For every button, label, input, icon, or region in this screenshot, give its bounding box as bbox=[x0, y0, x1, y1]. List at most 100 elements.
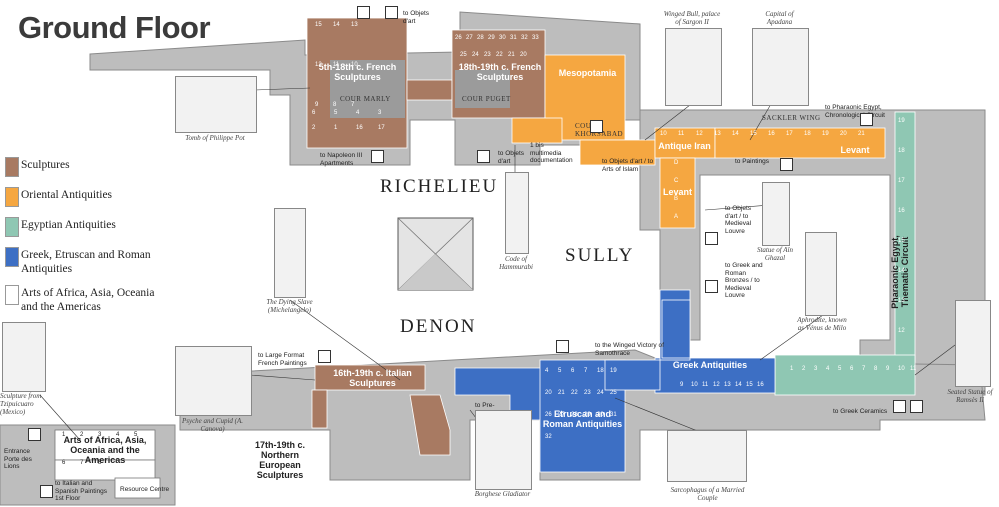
greek-antiquities-block bbox=[654, 357, 776, 394]
room-number: 4 bbox=[116, 432, 120, 438]
stairs-icon[interactable] bbox=[893, 400, 906, 413]
sackler-wing: SACKLER WING bbox=[762, 114, 821, 122]
cour-puget-floor bbox=[455, 70, 510, 108]
room-levant-a[interactable]: Levant bbox=[662, 187, 692, 197]
room-number: 21 bbox=[558, 390, 565, 396]
stairs-icon[interactable] bbox=[860, 113, 873, 126]
italian-sculptures-wedge bbox=[409, 394, 451, 456]
room-french-sculptures-a[interactable]: 5th-18th c. French Sculptures bbox=[318, 62, 397, 82]
room-number: 21 bbox=[508, 52, 515, 58]
room-number: D bbox=[674, 160, 679, 166]
room-number: 16 bbox=[768, 131, 775, 137]
nav-greek-ceramics[interactable]: to Greek Ceramics bbox=[833, 408, 888, 415]
toilet-icon[interactable] bbox=[590, 120, 603, 133]
room-number: 24 bbox=[597, 390, 604, 396]
stairs-icon[interactable] bbox=[705, 232, 718, 245]
room-number: 7 bbox=[351, 102, 355, 108]
nav-italian-spanish[interactable]: to Italian and Spanish Paintings 1st Flo… bbox=[55, 480, 108, 502]
nav-resource[interactable]: Resource Centre bbox=[120, 486, 170, 493]
caption-philippe-pot: Tomb of Philippe Pot bbox=[185, 134, 245, 142]
oriental-rooms bbox=[511, 54, 886, 229]
stairs-icon[interactable] bbox=[40, 485, 53, 498]
room-number: 20 bbox=[545, 390, 552, 396]
legend-label: Egyptian Antiquities bbox=[21, 219, 116, 231]
nav-bronzes-louvre[interactable]: to Greek and Roman Bronzes / to Medieval… bbox=[725, 262, 763, 299]
legend-item-sculptures: Sculptures bbox=[5, 154, 165, 182]
stairs-icon[interactable] bbox=[705, 280, 718, 293]
artwork-hammurabi[interactable] bbox=[505, 172, 529, 254]
room-levant-b[interactable]: Levant bbox=[840, 145, 870, 155]
artwork-psyche[interactable] bbox=[175, 346, 252, 416]
nav-objets-art-top[interactable]: to Objets d'art bbox=[403, 10, 430, 25]
nav-large-format[interactable]: to Large Format French Paintings bbox=[258, 352, 307, 367]
nav-entrance[interactable]: Entrance Porte des Lions bbox=[4, 448, 32, 470]
artwork-philippe-pot[interactable] bbox=[175, 76, 257, 133]
room-mesopotamia[interactable]: Mesopotamia bbox=[558, 68, 617, 78]
room-number: 18 bbox=[804, 131, 811, 137]
caption-mexico: Sculpture from Tzipuicuaro (Mexico) bbox=[0, 392, 42, 416]
room-number: 11 bbox=[910, 366, 917, 372]
stairs-icon[interactable] bbox=[385, 6, 398, 19]
nav-paintings[interactable]: to Paintings bbox=[735, 158, 769, 165]
artwork-apadana[interactable] bbox=[752, 28, 809, 106]
nav-objets-louvre[interactable]: to Objets d'art / to Medieval Louvre bbox=[725, 205, 752, 235]
caption-venus: Aphrodite, known as Vénus de Milo bbox=[797, 316, 847, 332]
room-greek-antiquities[interactable]: Greek Antiquities bbox=[672, 360, 748, 370]
room-number: 22 bbox=[571, 390, 578, 396]
room-etruscan-roman[interactable]: Etruscan and Roman Antiquities bbox=[542, 409, 623, 429]
room-number: 18 bbox=[898, 148, 905, 154]
nav-napoleon[interactable]: to Napoleon III Apartments bbox=[320, 152, 363, 167]
legend-swatch bbox=[5, 187, 19, 207]
stairs-icon[interactable] bbox=[371, 150, 384, 163]
room-number: 16 bbox=[757, 382, 764, 388]
room-northern-sculptures[interactable]: 17th-19th c. Northern European Sculpture… bbox=[254, 440, 305, 480]
room-number: 11 bbox=[678, 131, 685, 137]
room-number: 6 bbox=[312, 110, 316, 116]
nav-objets-arts-islam[interactable]: to Objets d'art / to Arts of Islam bbox=[602, 158, 654, 173]
room-number: 20 bbox=[840, 131, 847, 137]
wing-denon: DENON bbox=[400, 316, 477, 337]
artwork-winged-bull[interactable] bbox=[665, 28, 722, 106]
room-number: 20 bbox=[520, 52, 527, 58]
stairs-icon[interactable] bbox=[477, 150, 490, 163]
room-number: 7 bbox=[80, 460, 84, 466]
nav-winged-victory[interactable]: to the Winged Victory of Samothrace bbox=[595, 342, 664, 357]
wing-richelieu: RICHELIEU bbox=[380, 176, 499, 197]
stairs-icon[interactable] bbox=[318, 350, 331, 363]
room-number: 2 bbox=[312, 125, 316, 131]
lift-icon[interactable] bbox=[357, 6, 370, 19]
nav-objets-art-mid[interactable]: to Objets d'art bbox=[498, 150, 525, 165]
room-number: 11 bbox=[333, 62, 340, 68]
nav-multimedia[interactable]: 1 bis multimedia documentation bbox=[530, 142, 573, 164]
room-french-sculptures-b[interactable]: 18th-19th c. French Sculptures bbox=[458, 62, 542, 82]
artwork-ain-ghazal[interactable] bbox=[762, 182, 790, 246]
room-antique-iran[interactable]: Antique Iran bbox=[658, 141, 711, 151]
toilet-icon[interactable] bbox=[910, 400, 923, 413]
room-number: 8 bbox=[874, 366, 878, 372]
room-italian-sculptures[interactable]: 16th-19th c. Italian Sculptures bbox=[333, 368, 412, 388]
levant-side-block bbox=[659, 157, 696, 229]
artwork-ramses[interactable] bbox=[955, 300, 991, 387]
room-number: 13 bbox=[898, 298, 905, 304]
antique-iran-block bbox=[654, 127, 716, 159]
room-number: 12 bbox=[713, 382, 720, 388]
stairs-icon[interactable] bbox=[780, 158, 793, 171]
legend-item-arts: Arts of Africa, Asia, Oceania and the Am… bbox=[5, 282, 165, 318]
artwork-dying-slave[interactable] bbox=[274, 208, 306, 298]
artwork-mexico[interactable] bbox=[2, 322, 46, 392]
caption-psyche: Psyche and Cupid (A. Canova) bbox=[181, 417, 244, 433]
cloakroom-icon[interactable] bbox=[28, 428, 41, 441]
room-number: 7 bbox=[862, 366, 866, 372]
room-number: 19 bbox=[822, 131, 829, 137]
room-number: 5 bbox=[334, 110, 338, 116]
artwork-sarcophagus[interactable] bbox=[667, 430, 747, 482]
stairs-icon[interactable] bbox=[556, 340, 569, 353]
artwork-venus[interactable] bbox=[805, 232, 837, 316]
room-number: 25 bbox=[460, 52, 467, 58]
caption-gladiator: Borghese Gladiator bbox=[474, 490, 531, 498]
nav-chronological[interactable]: to Pharaonic Egypt, Chronological Circui… bbox=[825, 104, 885, 119]
artwork-gladiator[interactable] bbox=[475, 410, 532, 490]
room-arts-africa[interactable]: Arts of Africa, Asia, Oceania and the Am… bbox=[63, 435, 147, 465]
cour-marly: COUR MARLY bbox=[340, 95, 391, 103]
room-number: 1 bbox=[62, 432, 66, 438]
